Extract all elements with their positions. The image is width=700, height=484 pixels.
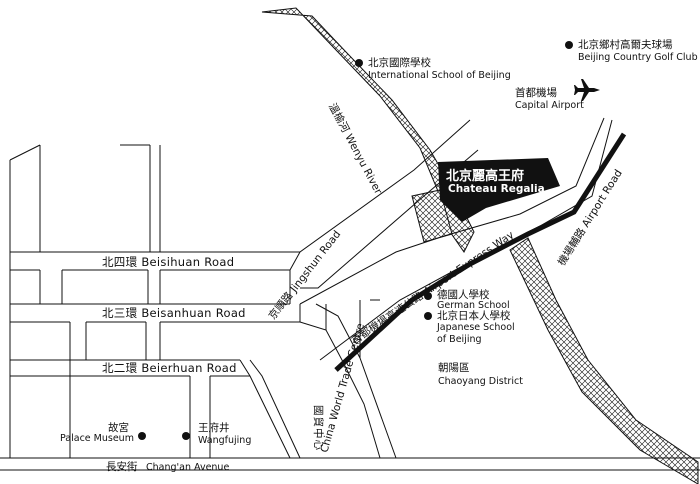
japanese-school-dot-marker-icon [424,312,432,320]
japanese-school-label-en-1: Japanese School [437,322,515,333]
golf-dot-marker-icon [565,41,573,49]
japanese-school-label-en-2: of Beijing [437,334,482,345]
wangfujing-dot-marker-icon [182,432,190,440]
chateau-label-cn: 北京麗高王府 [446,169,525,184]
golf-label-en: Beijing Country Golf Club [578,52,698,63]
beisanhuan-road-label: 北三環 Beisanhuan Road [102,306,246,320]
ring-roads [0,144,700,471]
beisihuan-road-label: 北四環 Beisihuan Road [102,255,235,269]
wenyu-river [261,7,475,253]
airport-label-cn: 首都機場 [515,87,557,99]
chateau-label-en: Chateau Regalia [448,183,545,195]
isb-label-en: International School of Beijing [368,70,511,81]
cwtc-label-cn: 國貿中心 [312,405,324,451]
river-south [509,237,699,484]
german-school-label-en: German School [437,300,510,311]
palace-label-cn: 故宮 [108,422,129,434]
beierhuan-road-label: 北二環 Beierhuan Road [102,361,237,375]
isb-label-cn: 北京國際學校 [368,57,431,69]
chaoyang-label-cn: 朝陽區 [438,362,470,374]
airplane-icon [574,79,600,101]
palace-dot-marker-icon [138,432,146,440]
changan-avenue-label-cn: 長安街 [106,461,138,473]
chaoyang-label-en: Chaoyang District [438,376,523,387]
palace-label-en: Palace Museum [60,433,134,444]
wangfujing-label-cn: 王府井 [198,422,230,434]
wangfujing-label-en: Wangfujing [198,435,252,446]
airport-expressway-bold [334,132,627,372]
airport-expressway-outline [299,117,605,305]
airport-label-en: Capital Airport [515,100,584,111]
chateau-regalia-polygon [438,158,560,222]
golf-label-cn: 北京鄉村高爾夫球場 [578,39,673,51]
german-school-label-cn: 德國人學校 [437,289,490,301]
japanese-school-label-cn: 北京日本人學校 [437,310,511,322]
german-school-dot-marker-icon [424,292,432,300]
isb-dot-marker-icon [355,59,363,67]
changan-avenue-label-en: Chang'an Avenue [146,462,230,473]
